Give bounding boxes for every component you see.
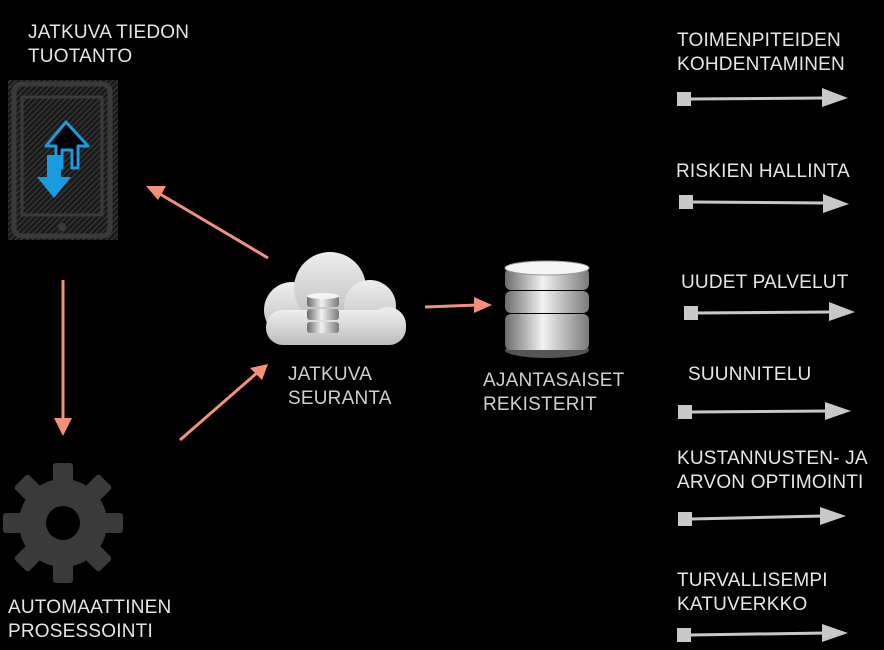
tablet-label-line-1: JATKUVA TIEDON <box>28 22 190 43</box>
outcome-label-1-line-1: TOIMENPITEIDEN <box>677 30 841 51</box>
gear-label-line-2: PROSESSOINTI <box>8 621 153 642</box>
cloud-label-line-1: JATKUVA <box>288 364 373 385</box>
gear-label: AUTOMAATTINEN PROSESSOINTI <box>8 596 171 644</box>
outcome-label-6: TURVALLISEMPI KATUVERKKO <box>677 569 828 617</box>
outcome-label-1: TOIMENPITEIDEN KOHDENTAMINEN <box>677 29 845 77</box>
outcome-label-4-line-1: SUUNNITELU <box>688 364 812 385</box>
outcome-arrow-3 <box>684 302 855 321</box>
tablet-label-line-2: TUOTANTO <box>28 46 133 67</box>
database-label: AJANTASAISET REKISTERIT <box>483 369 624 417</box>
outcome-label-2: RISKIEN HALLINTA <box>676 160 850 184</box>
tablet-icon <box>8 80 118 240</box>
outcome-label-1-line-2: KOHDENTAMINEN <box>677 54 845 75</box>
outcome-arrow-2 <box>679 194 849 213</box>
outcome-label-5: KUSTANNUSTEN- JA ARVON OPTIMOINTI <box>677 447 868 495</box>
arrow-gear-to-cloud <box>179 370 259 442</box>
outcome-arrow-1 <box>677 88 848 107</box>
database-label-line-1: AJANTASAISET <box>483 370 625 391</box>
cloud-label: JATKUVA SEURANTA <box>288 363 392 411</box>
flow-arrows <box>54 186 492 442</box>
outcome-label-5-line-2: ARVON OPTIMOINTI <box>677 472 864 493</box>
outcome-arrow-6 <box>677 624 848 642</box>
outcome-label-6-line-1: TURVALLISEMPI <box>677 570 828 591</box>
arrow-cloud-to-database <box>424 303 479 309</box>
outcome-label-6-line-2: KATUVERKKO <box>677 594 808 615</box>
gear-label-line-1: AUTOMAATTINEN <box>8 597 172 618</box>
outcome-label-4: SUUNNITELU <box>688 363 811 387</box>
cloud-label-line-2: SEURANTA <box>288 388 392 409</box>
outcome-arrow-4 <box>678 402 851 420</box>
outcome-label-3: UUDET PALVELUT <box>681 271 849 295</box>
outcome-label-5-line-1: KUSTANNUSTEN- JA <box>677 448 868 469</box>
database-icon <box>504 260 590 358</box>
cloud-database-icon <box>307 293 339 333</box>
arrow-cloud-to-tablet <box>159 192 269 260</box>
outcome-label-3-line-1: UUDET PALVELUT <box>681 272 849 293</box>
download-arrow-icon <box>37 155 71 198</box>
cloud-icon <box>264 252 406 345</box>
outcome-label-2-line-1: RISKIEN HALLINTA <box>676 161 850 182</box>
outcome-arrow-5 <box>678 507 846 526</box>
gear-icon <box>3 463 123 583</box>
outcome-arrows <box>677 88 855 642</box>
tablet-label: JATKUVA TIEDON TUOTANTO <box>28 21 189 69</box>
database-label-line-2: REKISTERIT <box>483 394 597 415</box>
